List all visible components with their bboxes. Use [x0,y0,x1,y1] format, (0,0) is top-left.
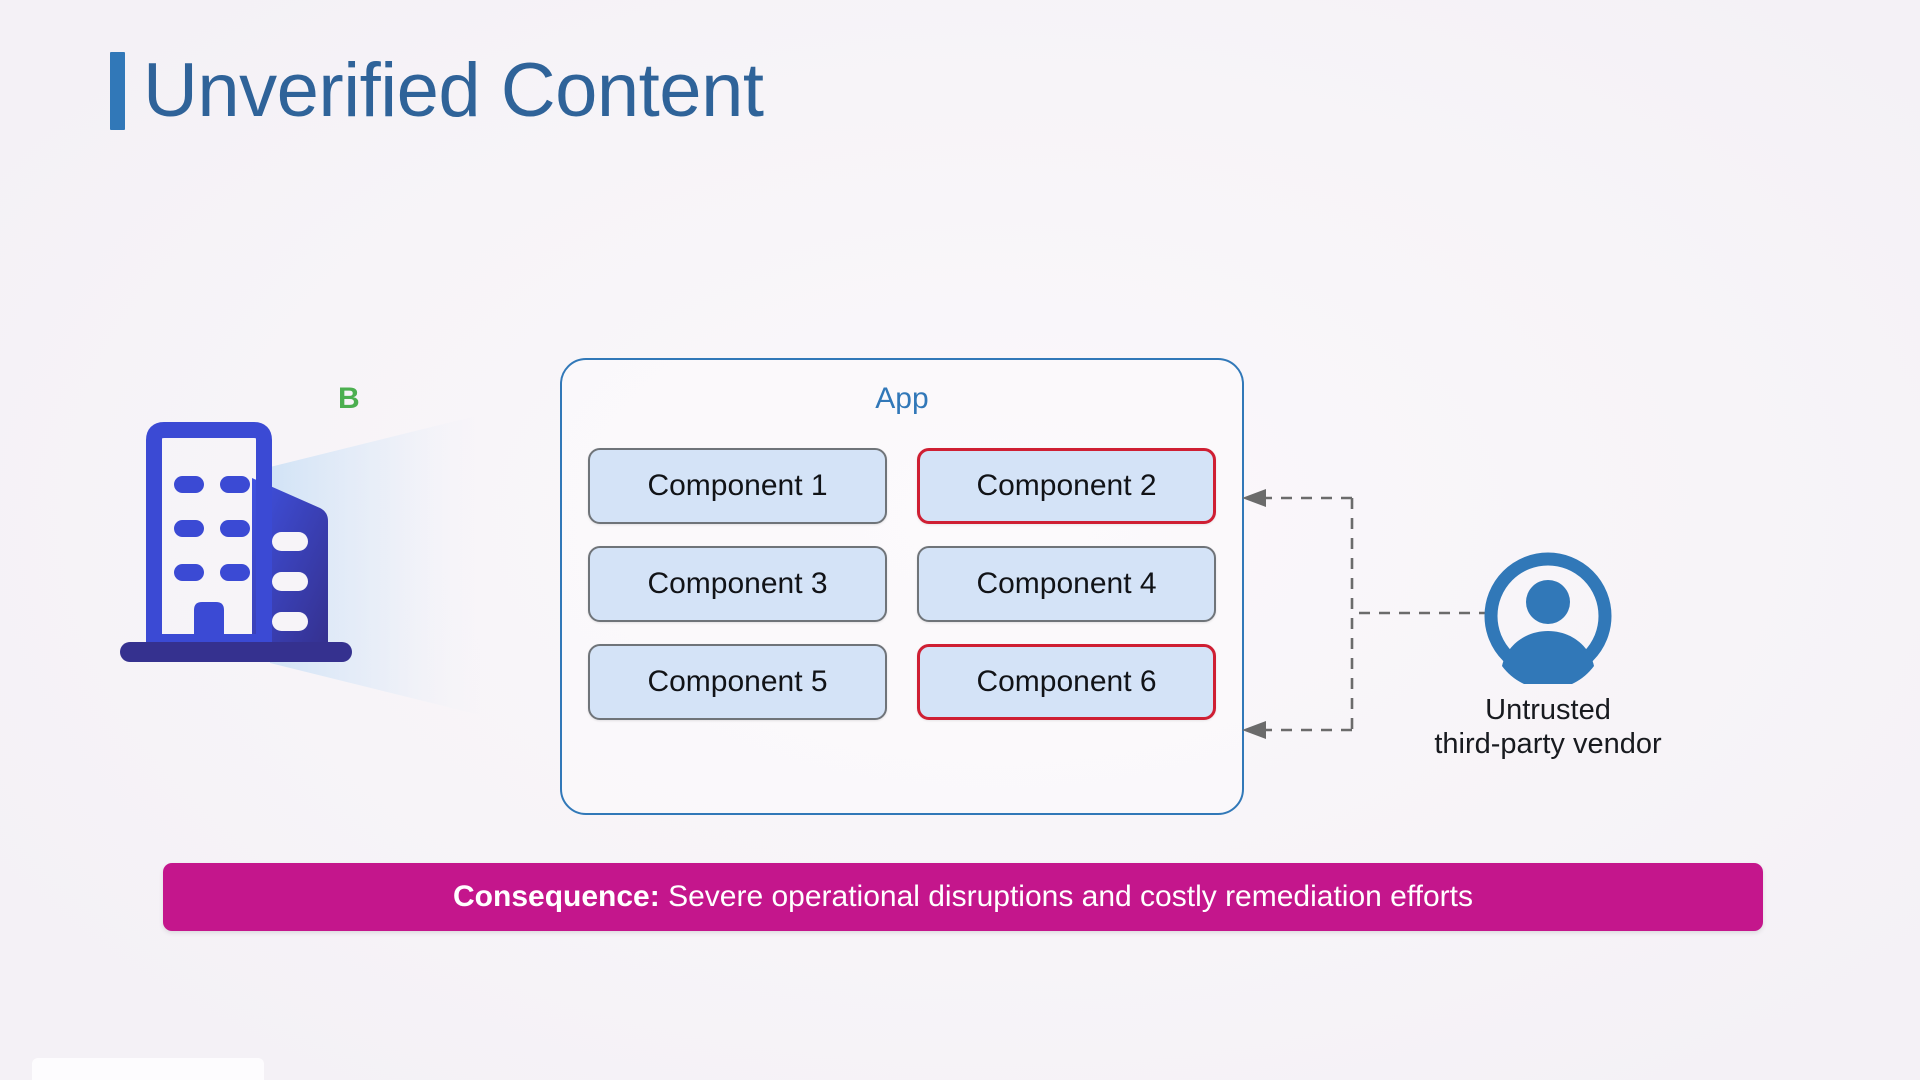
component-6[interactable]: Component 6 [917,644,1216,720]
component-3[interactable]: Component 3 [588,546,887,622]
bottom-strip [32,1058,264,1080]
app-container: App Component 1 Component 2 Component 3 … [560,358,1244,815]
component-2[interactable]: Component 2 [917,448,1216,524]
vendor-label: Untrusted third-party vendor [1398,694,1698,761]
user-avatar-icon [1484,552,1612,684]
consequence-text: Consequence: Severe operational disrupti… [453,880,1473,914]
untrusted-vendor-group: Untrusted third-party vendor [1398,548,1698,761]
component-5[interactable]: Component 5 [588,644,887,720]
arrowhead-component-2 [1242,489,1266,507]
title-text: Unverified Content [143,48,764,133]
component-1[interactable]: Component 1 [588,448,887,524]
office-building-icon [120,422,352,662]
vendor-label-line1: Untrusted [1485,694,1611,726]
arrowhead-component-6 [1242,721,1266,739]
component-4[interactable]: Component 4 [917,546,1216,622]
consequence-body: Severe operational disruptions and costl… [668,880,1473,913]
company-building-group: B [120,382,550,720]
consequence-banner: Consequence: Severe operational disrupti… [163,863,1763,931]
page-title: Unverified Content [110,48,764,133]
company-label-b: B [338,382,361,415]
app-title: App [875,382,929,415]
consequence-prefix: Consequence: [453,880,660,913]
vendor-label-line2: third-party vendor [1434,727,1662,760]
component-grid: Component 1 Component 2 Component 3 Comp… [588,448,1216,720]
title-accent-bar [110,52,125,130]
